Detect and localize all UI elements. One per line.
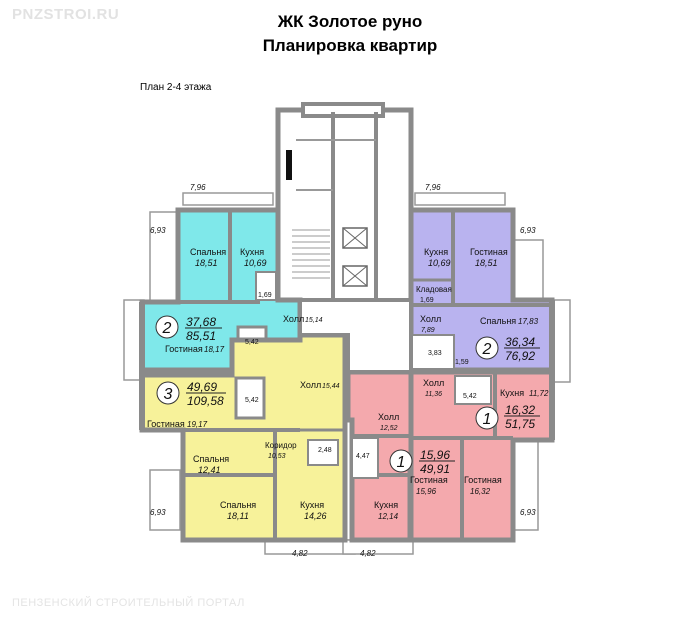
svg-text:4,82: 4,82 (360, 549, 376, 558)
svg-text:49,69: 49,69 (187, 380, 217, 394)
svg-text:1: 1 (397, 454, 406, 471)
svg-text:4,47: 4,47 (356, 453, 370, 460)
page-subtitle: Планировка квартир (262, 36, 438, 55)
svg-text:18,11: 18,11 (227, 511, 249, 521)
svg-text:6,93: 6,93 (150, 508, 166, 517)
svg-text:Кладовая: Кладовая (416, 285, 452, 294)
svg-text:1,59: 1,59 (455, 359, 469, 366)
svg-text:85,51: 85,51 (186, 329, 216, 343)
svg-text:18,17: 18,17 (204, 345, 225, 354)
svg-text:5,42: 5,42 (245, 397, 259, 404)
dimensions: 7,96 7,96 6,93 6,93 6,93 6,93 4,82 4,82 (150, 183, 536, 558)
pink-right-summary: 1 16,32 51,75 (475, 403, 540, 431)
svg-text:3: 3 (164, 386, 173, 403)
svg-text:1,69: 1,69 (420, 297, 434, 304)
apartment-yellow (139, 332, 348, 543)
svg-text:2,48: 2,48 (318, 447, 332, 454)
svg-text:Холл: Холл (378, 412, 399, 422)
yellow-summary: 3 49,69 109,58 (156, 380, 226, 408)
svg-text:Гостиная: Гостиная (470, 247, 508, 257)
svg-text:14,26: 14,26 (304, 511, 327, 521)
svg-text:12,14: 12,14 (378, 512, 399, 521)
svg-text:36,34: 36,34 (505, 335, 535, 349)
page-title: ЖК Золотое руно (277, 12, 423, 31)
svg-text:5,42: 5,42 (463, 393, 477, 400)
watermark-bottom: ПЕНЗЕНСКИЙ СТРОИТЕЛЬНЫЙ ПОРТАЛ (12, 597, 245, 609)
svg-text:Холл: Холл (423, 378, 444, 388)
svg-text:15,44: 15,44 (322, 383, 340, 390)
svg-text:10,69: 10,69 (244, 258, 267, 268)
svg-text:7,96: 7,96 (425, 183, 441, 192)
cyan-labels: Спальня 18,51 Кухня 10,69 1,69 Холл 15,1… (165, 247, 323, 354)
svg-text:16,32: 16,32 (470, 487, 491, 496)
svg-text:10,69: 10,69 (428, 258, 451, 268)
svg-text:Гостиная: Гостиная (147, 419, 185, 429)
svg-text:Гостиная: Гостиная (410, 475, 448, 485)
svg-text:Спальня: Спальня (220, 500, 256, 510)
svg-text:Кухня: Кухня (240, 247, 264, 257)
plan-label: План 2-4 этажа (140, 82, 212, 93)
svg-text:Кухня: Кухня (424, 247, 448, 257)
svg-text:16,32: 16,32 (505, 403, 535, 417)
pink-right-labels: Холл 11,36 5,42 Кухня 11,72 Гостиная 16,… (423, 378, 549, 496)
svg-text:2: 2 (162, 320, 172, 337)
cyan-summary: 2 37,68 85,51 (155, 315, 222, 343)
svg-text:12,52: 12,52 (380, 425, 398, 432)
svg-text:7,96: 7,96 (190, 183, 206, 192)
common-corridor (298, 298, 413, 374)
svg-text:10,53: 10,53 (268, 453, 286, 460)
svg-text:49,91: 49,91 (420, 462, 450, 476)
svg-text:11,36: 11,36 (425, 391, 442, 398)
svg-text:6,93: 6,93 (520, 508, 536, 517)
svg-text:Холл: Холл (420, 314, 441, 324)
svg-text:1,69: 1,69 (258, 292, 272, 299)
svg-text:15,96: 15,96 (420, 448, 450, 462)
svg-text:Гостиная: Гостиная (464, 475, 502, 485)
svg-text:11,72: 11,72 (529, 389, 549, 398)
pink-left-labels: Холл 12,52 4,47 Гостиная 15,96 Кухня 12,… (356, 412, 448, 521)
svg-text:19,17: 19,17 (187, 420, 208, 429)
svg-text:6,93: 6,93 (520, 226, 536, 235)
svg-text:Коридор: Коридор (265, 441, 297, 450)
svg-text:4,82: 4,82 (292, 549, 308, 558)
svg-text:15,96: 15,96 (416, 487, 437, 496)
svg-text:109,58: 109,58 (187, 394, 224, 408)
building-core (275, 102, 414, 308)
yellow-labels: 5,42 Холл 15,44 Гостиная 19,17 Коридор 1… (147, 380, 340, 521)
purple-labels: Кухня 10,69 Гостиная 18,51 Кладовая 1,69… (416, 247, 539, 366)
svg-text:Кухня: Кухня (300, 500, 324, 510)
svg-text:Спальня: Спальня (480, 316, 516, 326)
svg-text:Холл: Холл (300, 380, 321, 390)
svg-text:15,14: 15,14 (305, 317, 323, 324)
svg-text:18,51: 18,51 (195, 258, 218, 268)
svg-text:5,42: 5,42 (245, 339, 259, 346)
svg-text:Кухня: Кухня (500, 388, 524, 398)
svg-text:51,75: 51,75 (505, 417, 535, 431)
svg-text:7,89: 7,89 (421, 327, 435, 334)
watermark-top: PNZSTROI.RU (12, 6, 120, 23)
svg-text:76,92: 76,92 (505, 349, 535, 363)
svg-text:17,83: 17,83 (518, 317, 539, 326)
purple-summary: 2 36,34 76,92 (475, 335, 540, 363)
svg-text:Кухня: Кухня (374, 500, 398, 510)
svg-text:1: 1 (483, 411, 492, 428)
svg-text:18,51: 18,51 (475, 258, 498, 268)
svg-text:37,68: 37,68 (186, 315, 216, 329)
svg-text:6,93: 6,93 (150, 226, 166, 235)
svg-text:Холл: Холл (283, 314, 304, 324)
svg-text:Спальня: Спальня (190, 247, 226, 257)
pink-left-summary: 1 15,96 49,91 (389, 448, 455, 476)
svg-text:Спальня: Спальня (193, 454, 229, 464)
svg-text:3,83: 3,83 (428, 350, 442, 357)
svg-text:Гостиная: Гостиная (165, 344, 203, 354)
svg-text:12,41: 12,41 (198, 465, 221, 475)
svg-text:2: 2 (482, 341, 492, 358)
